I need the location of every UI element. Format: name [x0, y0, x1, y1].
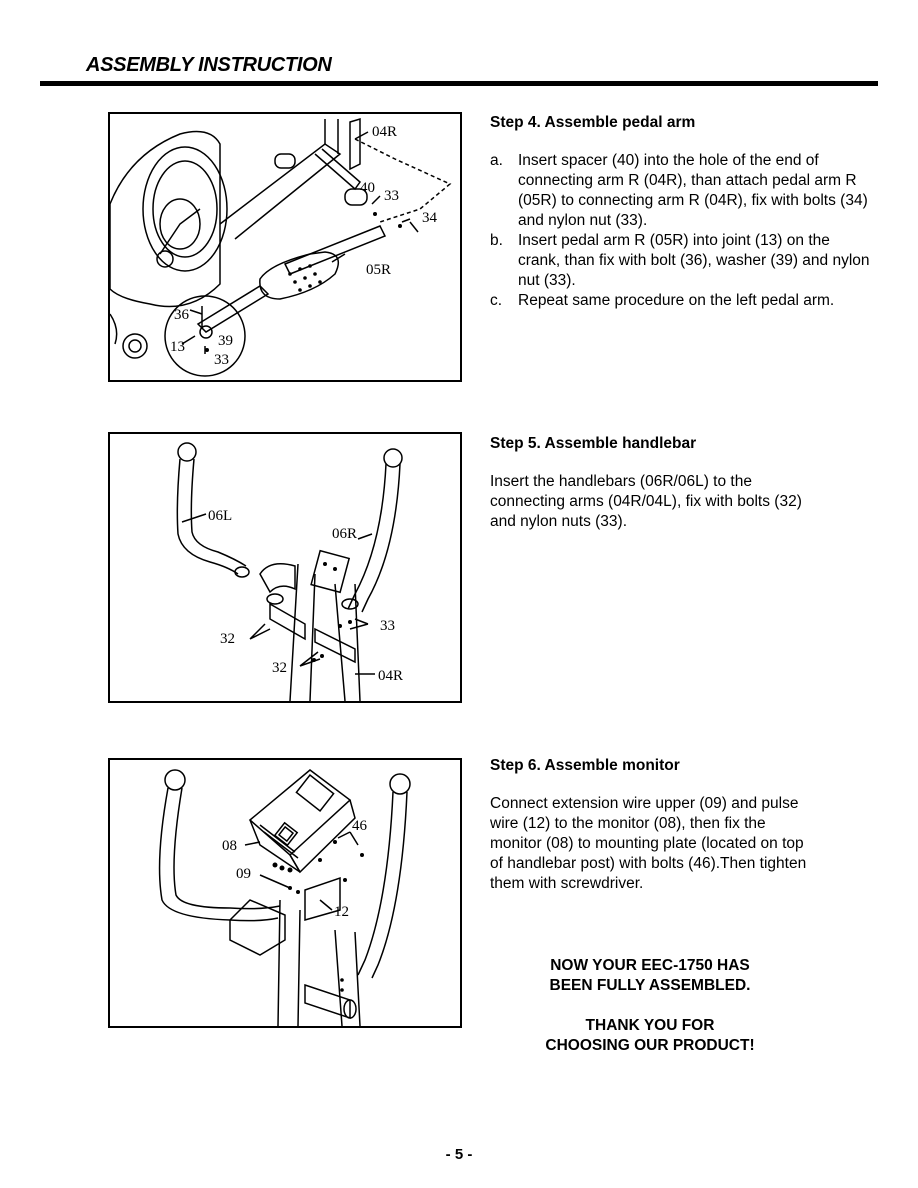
part-label-04r: 04R: [378, 668, 403, 684]
step4-title: Step 4. Assemble pedal arm: [490, 114, 696, 131]
list-item-text: Insert spacer (40) into the hole of the …: [518, 152, 868, 229]
part-label-39: 39: [218, 333, 233, 349]
closing-line-1: NOW YOUR EEC-1750 HAS: [550, 957, 750, 974]
step4-instructions: Step 4. Assemble pedal arm a. Insert spa…: [490, 113, 870, 311]
step5-diagram: 06L 06R 33 32 32 04R: [108, 432, 462, 703]
part-label-06l: 06L: [208, 508, 232, 524]
part-label-08: 08: [222, 838, 237, 854]
list-marker: b.: [490, 232, 503, 249]
step6-diagram: 46 08 09 12: [108, 758, 462, 1028]
part-label-12: 12: [334, 904, 349, 920]
part-label-04r: 04R: [372, 124, 397, 140]
step5-instructions: Step 5. Assemble handlebar Insert the ha…: [490, 434, 810, 532]
page-number: - 5 -: [445, 1146, 473, 1163]
part-label-33: 33: [380, 618, 395, 634]
page-title: ASSEMBLY INSTRUCTION: [86, 54, 332, 76]
step5-title: Step 5. Assemble handlebar: [490, 435, 697, 452]
handlebar-illustration: 06L 06R 33 32 32 04R: [176, 442, 403, 701]
part-label-40: 40: [360, 180, 375, 196]
list-item-text: Repeat same procedure on the left pedal …: [518, 292, 835, 309]
closing-line-4: CHOOSING OUR PRODUCT!: [545, 1037, 755, 1054]
step6-body: Connect extension wire upper (09) and pu…: [490, 795, 807, 892]
part-label-32: 32: [220, 631, 235, 647]
closing-message: NOW YOUR EEC-1750 HAS BEEN FULLY ASSEMBL…: [490, 956, 810, 1056]
part-label-34: 34: [422, 210, 438, 226]
closing-line-2: BEEN FULLY ASSEMBLED.: [549, 977, 751, 994]
closing-line-3: THANK YOU FOR: [585, 1017, 715, 1034]
step4-diagram: 04R 40 33 34 05R 36 13 39 33: [108, 112, 462, 382]
part-label-46: 46: [352, 818, 368, 834]
step5-body: Insert the handlebars (06R/06L) to the c…: [490, 473, 802, 530]
list-item: b. Insert pedal arm R (05R) into joint (…: [490, 231, 870, 291]
part-label-33b: 33: [214, 352, 229, 368]
list-item-text: Insert pedal arm R (05R) into joint (13)…: [518, 232, 870, 289]
header-rule: [40, 81, 878, 86]
list-marker: a.: [490, 152, 503, 169]
monitor-illustration: 46 08 09 12: [158, 769, 411, 1026]
list-item: a. Insert spacer (40) into the hole of t…: [490, 151, 870, 231]
part-label-05r: 05R: [366, 262, 391, 278]
part-label-32b: 32: [272, 660, 287, 676]
step6-title: Step 6. Assemble monitor: [490, 757, 680, 774]
part-label-09: 09: [236, 866, 251, 882]
part-label-33: 33: [384, 188, 399, 204]
list-marker: c.: [490, 292, 503, 309]
part-label-13: 13: [170, 339, 185, 355]
step4-list: a. Insert spacer (40) into the hole of t…: [490, 151, 870, 311]
list-item: c. Repeat same procedure on the left ped…: [490, 291, 870, 311]
step6-instructions: Step 6. Assemble monitor Connect extensi…: [490, 756, 820, 894]
part-label-06r: 06R: [332, 526, 357, 542]
part-label-36: 36: [174, 307, 190, 323]
pedal-arm-illustration: 04R 40 33 34 05R 36 13 39 33: [110, 117, 452, 377]
